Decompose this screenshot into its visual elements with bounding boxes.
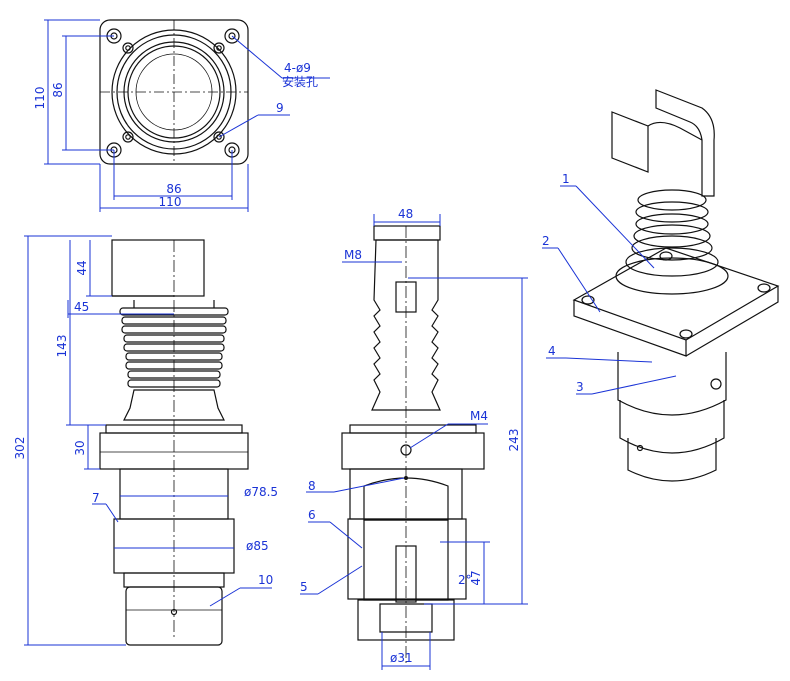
dim-sec-m8: M8 — [344, 248, 362, 262]
iso-bellows — [615, 189, 729, 295]
mounting-holes — [106, 28, 240, 158]
dim-sec-243: 243 — [507, 429, 521, 452]
dim-sec-angle: 2° — [458, 573, 472, 587]
dim-front-d85: ø85 — [246, 539, 269, 553]
top-view: 110 86 86 110 4-ø9 安装孔 9 — [33, 19, 330, 212]
label-part-7: 7 — [92, 491, 100, 505]
dim-top-110-w: 110 — [159, 195, 182, 209]
dim-top-86-w: 86 — [166, 182, 181, 196]
dim-sec-48: 48 — [398, 207, 413, 221]
section-view: 48 M8 243 M4 47 2° ø31 8 6 5 — [300, 207, 528, 670]
dim-front-143: 143 — [55, 335, 69, 358]
callout-holes-note: 安装孔 — [282, 74, 318, 89]
dim-sec-m4: M4 — [470, 409, 488, 423]
label-part-4: 4 — [548, 344, 556, 358]
iso-view: 1 2 4 3 — [542, 89, 780, 482]
dim-sec-47: 47 — [469, 570, 483, 585]
label-part-5: 5 — [300, 580, 308, 594]
callout-holes: 4-ø9 — [284, 61, 311, 75]
dim-front-d785: ø78.5 — [244, 485, 278, 499]
label-part-8: 8 — [308, 479, 316, 493]
front-view: 302 44 45 143 30 ø78.5 ø85 7 10 — [13, 235, 278, 646]
dim-sec-d31: ø31 — [390, 651, 413, 665]
dim-top-110-h: 110 — [33, 87, 47, 110]
dim-front-30: 30 — [73, 440, 87, 455]
label-part-1: 1 — [562, 172, 570, 186]
dim-front-302: 302 — [13, 437, 27, 460]
label-part-2: 2 — [542, 234, 550, 248]
dim-front-44: 44 — [75, 260, 89, 275]
bellows — [119, 300, 229, 421]
label-part-6: 6 — [308, 508, 316, 522]
dim-front-45: 45 — [74, 300, 89, 314]
label-part-9: 9 — [276, 101, 284, 115]
label-part-3: 3 — [576, 380, 584, 394]
dim-top-86-h: 86 — [51, 82, 65, 97]
label-part-10: 10 — [258, 573, 273, 587]
